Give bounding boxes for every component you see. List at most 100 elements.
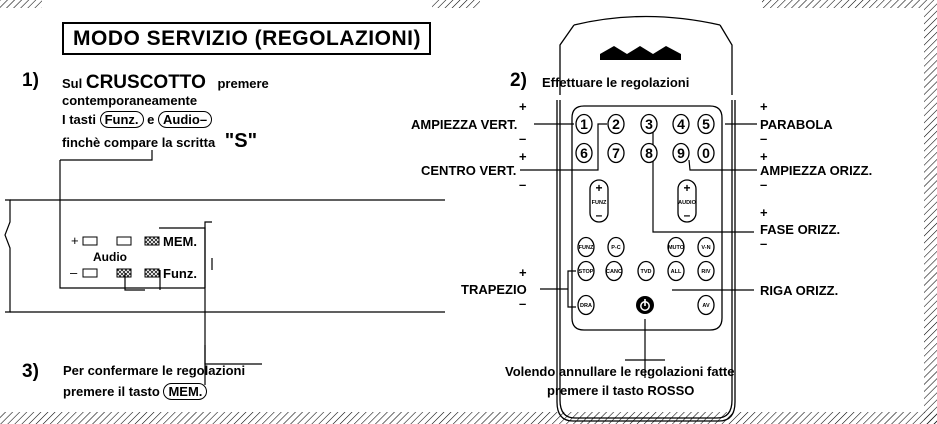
key-3-outline <box>640 113 658 135</box>
key-1-label: 1 <box>580 116 588 132</box>
panel-indicators <box>82 236 160 278</box>
key-dra[interactable]: DRA <box>577 294 595 316</box>
key-6-outline <box>575 142 593 164</box>
key-3-label: 3 <box>645 116 653 132</box>
key-stop-label: STOP <box>579 269 594 275</box>
page-title: MODO SERVIZIO (REGOLAZIONI) <box>73 27 421 50</box>
key-funz-label: FUNZ <box>579 245 594 251</box>
panel-mem: MEM. <box>163 234 197 249</box>
key-3[interactable]: 3 <box>640 113 658 135</box>
centro-vert-plus: + <box>519 149 527 164</box>
rocker-funz-label: FUNZ <box>592 200 607 206</box>
audio-minus-key[interactable]: Audio– <box>158 111 213 128</box>
key-riv-label: RIV <box>701 269 711 275</box>
key-p-c[interactable]: P-C <box>607 236 625 258</box>
key-9-label: 9 <box>677 145 685 161</box>
key-5-outline <box>697 113 715 135</box>
key-av-label: AV <box>702 303 710 309</box>
key-8-outline <box>640 142 658 164</box>
rocker-funz-minus: – <box>596 208 603 222</box>
key-9[interactable]: 9 <box>672 142 690 164</box>
trapezio-minus: – <box>519 296 527 311</box>
key-7[interactable]: 7 <box>607 142 625 164</box>
key-muto-outline <box>667 236 685 258</box>
rocker-audio-minus: – <box>684 208 691 222</box>
key-5[interactable]: 5 <box>697 113 715 135</box>
key-4-label: 4 <box>677 116 685 132</box>
key-tvd-outline <box>637 260 655 282</box>
key-stop-outline <box>577 260 595 282</box>
annulla-note-line1: Volendo annullare le regolazioni fatte <box>505 364 735 379</box>
key-8-label: 8 <box>645 145 653 161</box>
key-av-outline <box>697 294 715 316</box>
trapezio-label: TRAPEZIO <box>461 282 527 297</box>
step3-text-line2: premere il tasto MEM. <box>63 383 208 400</box>
key-av[interactable]: AV <box>697 294 715 316</box>
key-all-label: ALL <box>671 269 682 275</box>
panel-minus: – <box>70 265 78 280</box>
key-muto-label: MUTO <box>668 245 685 251</box>
funz-key[interactable]: Funz. <box>99 111 144 128</box>
title-box <box>62 22 431 55</box>
mem-key[interactable]: MEM. <box>163 383 208 400</box>
power-button[interactable] <box>636 296 654 314</box>
key-v-n-label: V-N <box>701 245 710 251</box>
ampiezza-orizz-plus: + <box>760 149 768 164</box>
panel-funz: Funz. <box>163 266 197 281</box>
key-4-outline <box>672 113 690 135</box>
fase-orizz-plus: + <box>760 205 768 220</box>
riga-orizz-label: RIGA ORIZZ. <box>760 283 839 298</box>
panel-plus: + <box>71 233 79 248</box>
key-0-label: 0 <box>702 145 710 161</box>
step1-text-line4: finchè compare la scritta "S" <box>62 131 257 151</box>
key-canc-label: CANC <box>606 269 622 275</box>
ampiezza-vert-label: AMPIEZZA VERT. <box>411 117 518 132</box>
key-6[interactable]: 6 <box>575 142 593 164</box>
ampiezza-vert-minus: – <box>519 131 527 146</box>
key-canc[interactable]: CANC <box>605 260 623 282</box>
brand-logo <box>600 46 681 60</box>
key-8[interactable]: 8 <box>640 142 658 164</box>
key-2-outline <box>607 113 625 135</box>
key-1[interactable]: 1 <box>575 113 593 135</box>
step1-premere: premere <box>217 76 269 91</box>
parabola-minus: – <box>760 131 768 146</box>
key-7-label: 7 <box>612 145 620 161</box>
trapezio-plus: + <box>519 265 527 280</box>
rocker-audio-plus: + <box>683 181 690 195</box>
key-canc-outline <box>605 260 623 282</box>
centro-vert-minus: – <box>519 177 527 192</box>
key-2-label: 2 <box>612 116 620 132</box>
key-v-n[interactable]: V-N <box>697 236 715 258</box>
key-v-n-outline <box>697 236 715 258</box>
key-0[interactable]: 0 <box>697 142 715 164</box>
step3-premere: premere il tasto <box>63 384 160 399</box>
key-tvd-label: TVD <box>641 269 652 275</box>
key-4[interactable]: 4 <box>672 113 690 135</box>
key-0-outline <box>697 142 715 164</box>
key-stop[interactable]: STOP <box>577 260 595 282</box>
rocker-funz-plus: + <box>595 181 602 195</box>
step1-finche: finchè compare la scritta <box>62 135 216 150</box>
key-riv[interactable]: RIV <box>697 260 715 282</box>
key-all[interactable]: ALL <box>667 260 685 282</box>
key-tvd[interactable]: TVD <box>637 260 655 282</box>
centro-vert-label: CENTRO VERT. <box>421 163 517 178</box>
key-all-outline <box>667 260 685 282</box>
rocker-funz[interactable] <box>589 179 609 223</box>
key-funz[interactable]: FUNZ <box>577 236 595 258</box>
step1-i-tasti: I tasti <box>62 112 96 127</box>
panel-audio: Audio <box>93 250 127 264</box>
key-dra-outline <box>577 294 595 316</box>
parabola-plus: + <box>760 99 768 114</box>
key-muto[interactable]: MUTO <box>667 236 685 258</box>
key-2[interactable]: 2 <box>607 113 625 135</box>
key-7-outline <box>607 142 625 164</box>
rocker-audio[interactable] <box>677 179 697 223</box>
parabola-label: PARABOLA <box>760 117 833 132</box>
remote-outline <box>556 15 736 422</box>
step2-text: Effettuare le regolazioni <box>542 75 690 90</box>
rocker-audio-label: AUDIO <box>678 200 696 206</box>
